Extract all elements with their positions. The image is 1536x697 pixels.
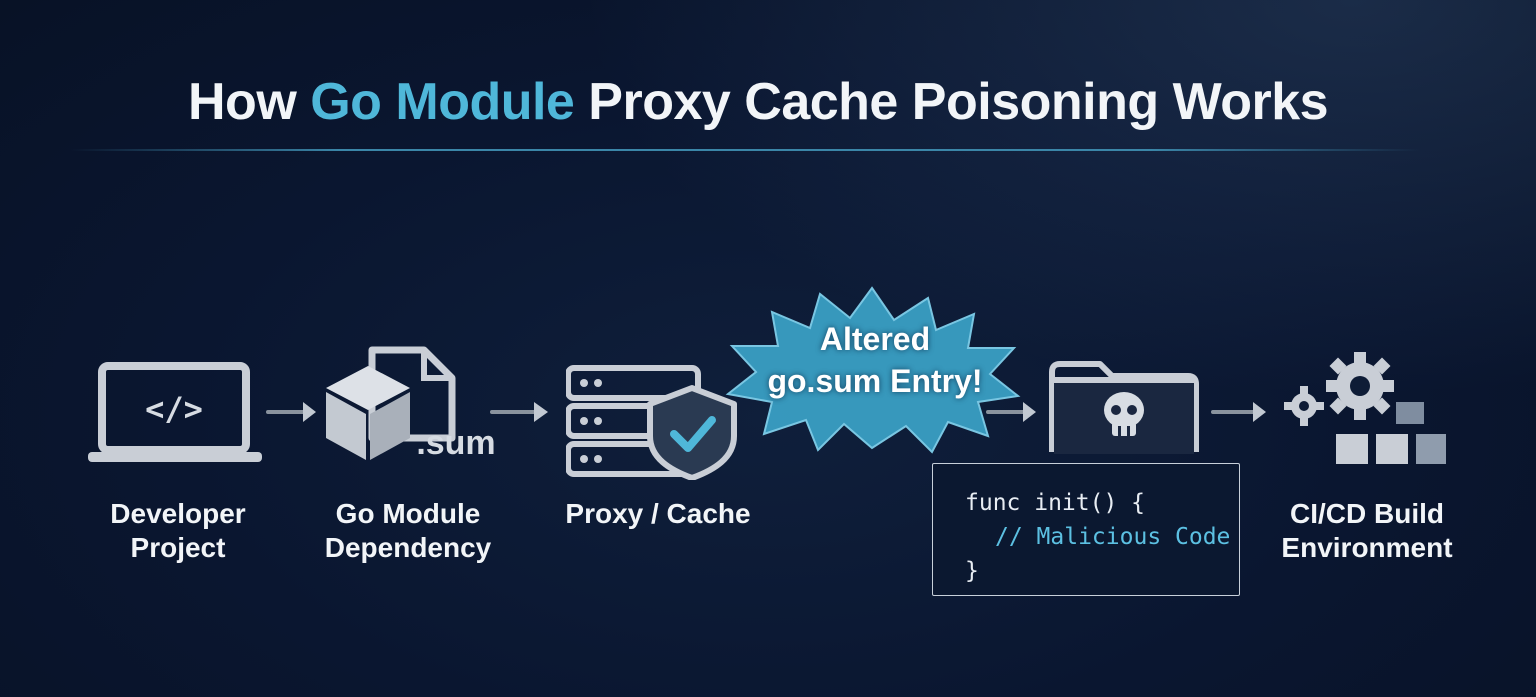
title-prefix: How — [188, 73, 311, 131]
starburst-shape — [725, 286, 1021, 454]
step-2-line-2: Dependency — [324, 532, 492, 563]
malicious-code-snippet: func init() { // Malicious Code } — [932, 463, 1240, 596]
callout-line-1: Altered — [819, 321, 931, 357]
step-5-line-2: Environment — [1281, 532, 1453, 563]
arrowhead-4 — [1253, 402, 1266, 422]
server-shield-icon — [566, 365, 737, 480]
gears-blocks-icon — [1284, 352, 1446, 464]
step-label-go-module-dependency: Go Module Dependency — [308, 497, 508, 565]
starburst-callout-icon — [725, 286, 1021, 454]
large-gear-icon — [1326, 352, 1394, 420]
callout-text: Altered go.sum Entry! — [760, 318, 990, 402]
step-3-line-1: Proxy / Cache — [565, 498, 751, 529]
code-tag-glyph: </> — [145, 390, 203, 428]
code-line-2: // Malicious Code — [995, 524, 1231, 550]
diagram-title: How Go Module Proxy Cache Poisoning Work… — [188, 72, 1329, 132]
skull-folder-icon — [1049, 361, 1199, 454]
sum-label: .sum — [416, 424, 495, 462]
package-file-icon: .sum — [326, 346, 496, 462]
step-2-line-1: Go Module — [335, 498, 481, 529]
arrowhead-2 — [534, 402, 548, 422]
step-1-line-1: Developer — [110, 498, 246, 529]
arrowhead-1 — [303, 402, 316, 422]
step-label-developer-project: Developer Project — [80, 497, 276, 565]
arrowhead-3 — [1023, 402, 1036, 422]
step-label-ci-cd-build-environment: CI/CD Build Environment — [1262, 497, 1472, 565]
title-accent: Go Module — [310, 73, 575, 131]
code-line-3: } — [965, 558, 979, 584]
laptop-code-icon: </> — [88, 362, 262, 462]
title-divider — [70, 149, 1420, 151]
title-suffix: Proxy Cache Poisoning Works — [574, 73, 1329, 131]
step-label-proxy-cache: Proxy / Cache — [548, 497, 768, 531]
step-1-line-2: Project — [130, 532, 226, 563]
callout-line-2: go.sum Entry! — [767, 363, 983, 399]
step-5-line-1: CI/CD Build — [1290, 498, 1444, 529]
small-gear-icon — [1284, 386, 1324, 426]
code-line-1: func init() { — [965, 490, 1146, 516]
